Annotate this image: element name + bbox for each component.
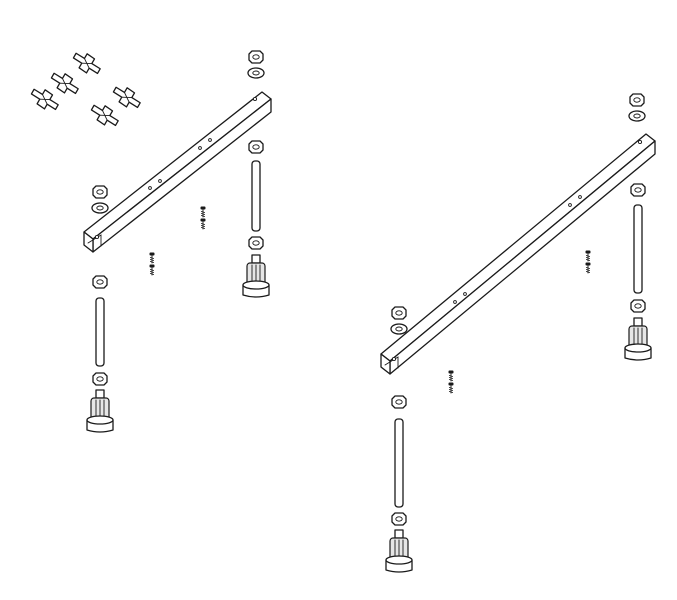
nut (92, 185, 108, 199)
threaded-rod (394, 418, 404, 508)
screw (200, 218, 206, 230)
nut (92, 275, 108, 289)
bracket-clip (28, 87, 61, 112)
bracket-clip (48, 71, 81, 96)
adjustable-foot (242, 254, 270, 298)
nut (391, 395, 407, 409)
threaded-rod (251, 160, 261, 232)
nut (629, 93, 645, 107)
nut (391, 306, 407, 320)
adjustable-foot (624, 317, 652, 361)
washer (628, 110, 646, 122)
mounting-rail (380, 133, 656, 375)
bracket-clip (110, 85, 143, 110)
washer (247, 67, 265, 79)
threaded-rod (95, 297, 105, 367)
nut (248, 140, 264, 154)
screw (149, 264, 155, 276)
screw (149, 252, 155, 264)
screw (200, 206, 206, 218)
bracket-clip (70, 51, 103, 76)
nut (92, 372, 108, 386)
nut (391, 512, 407, 526)
screw (448, 382, 454, 394)
nut (630, 183, 646, 197)
mounting-rail (83, 91, 272, 253)
nut (248, 236, 264, 250)
washer (91, 202, 109, 214)
screw (448, 370, 454, 382)
screw (585, 250, 591, 262)
threaded-rod (633, 204, 643, 294)
washer (390, 323, 408, 335)
adjustable-foot (86, 389, 114, 433)
bracket-clip (88, 103, 121, 128)
left-leg-assembly (28, 50, 272, 433)
adjustable-foot (385, 529, 413, 573)
nut (248, 50, 264, 64)
right-leg-assembly (380, 93, 656, 573)
screw (585, 262, 591, 274)
nut (630, 299, 646, 313)
